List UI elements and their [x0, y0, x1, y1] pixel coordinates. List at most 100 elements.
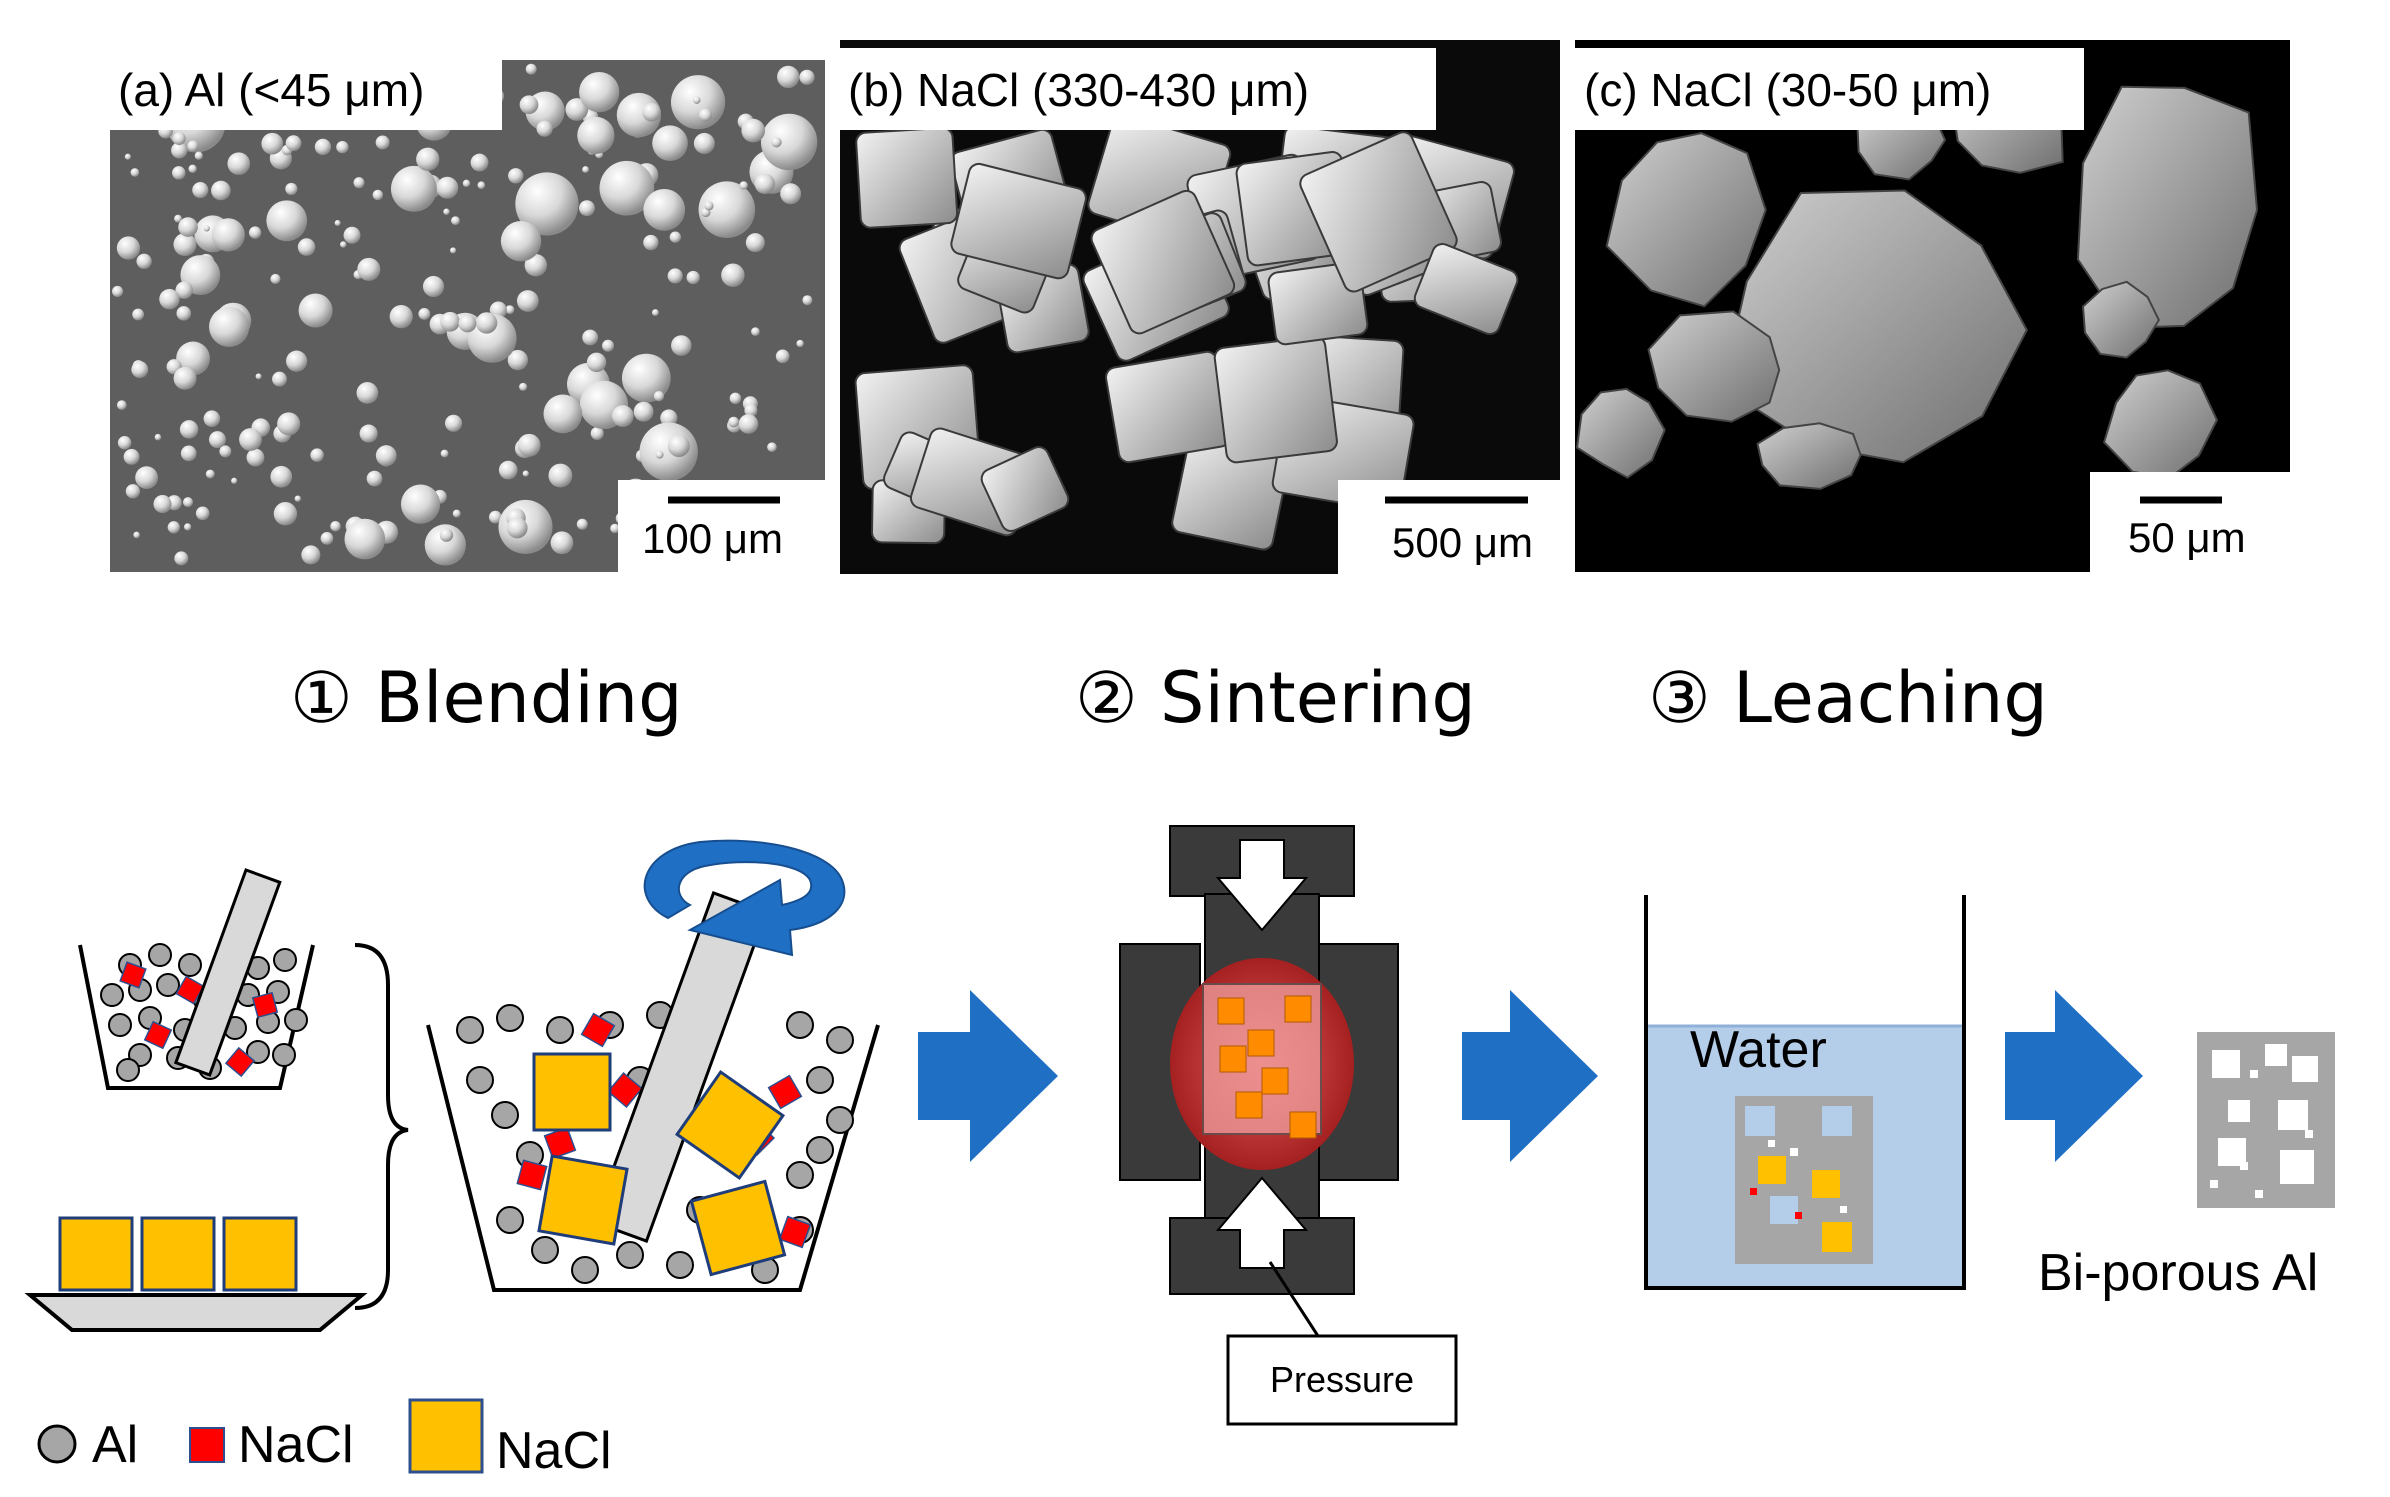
al-particle: [616, 1241, 644, 1269]
al-sphere: [653, 390, 665, 402]
al-sphere: [159, 288, 180, 310]
al-sphere: [356, 382, 379, 404]
nacl-particle: [2102, 369, 2219, 480]
al-sphere: [775, 349, 790, 364]
nacl-cube: [855, 127, 959, 229]
al-sphere: [336, 140, 349, 154]
leached-pore: [1822, 1222, 1852, 1252]
compact-nacl-particle: [1217, 997, 1245, 1025]
al-sphere: [602, 339, 615, 352]
al-sphere: [577, 116, 615, 155]
al-sphere: [174, 551, 189, 566]
product-pore: [2250, 1070, 2258, 1078]
al-sphere: [194, 151, 203, 160]
sem-panel-nacl-small: (c) NaCl (30-50 μm) 50 μm: [1574, 40, 2290, 572]
al-sphere: [671, 335, 692, 356]
pressure-arrow-down-icon: [1215, 839, 1309, 932]
nacl-large-particle: [532, 1052, 612, 1132]
al-sphere: [192, 182, 209, 199]
product-pore: [2292, 1056, 2318, 1082]
al-sphere: [375, 135, 390, 150]
al-particle: [156, 973, 180, 997]
nacl-large-particle: [674, 1069, 786, 1181]
leaching-beaker: Water: [1644, 895, 1966, 1290]
nacl-particle: [1605, 132, 1767, 308]
al-sphere: [450, 247, 457, 254]
al-sphere: [173, 366, 197, 390]
product-pore: [2265, 1044, 2287, 1066]
al-sphere: [760, 113, 818, 171]
al-sphere: [116, 400, 127, 410]
al-sphere: [314, 138, 332, 155]
product-pore: [2218, 1138, 2246, 1166]
al-sphere: [525, 63, 537, 75]
al-particle: [826, 1106, 854, 1134]
nacl-small-particle: [175, 975, 205, 1005]
al-sphere: [343, 226, 361, 244]
al-sphere: [301, 545, 321, 565]
product-label: Bi-porous Al: [2038, 1244, 2318, 1302]
al-sphere: [439, 528, 454, 542]
stirring-rod-small: [173, 868, 282, 1077]
scale-box-c: [2090, 472, 2290, 572]
al-sphere: [576, 518, 588, 530]
scale-label-c: 50 μm: [2128, 514, 2246, 561]
nacl-cube: [1090, 189, 1236, 335]
al-sphere: [135, 466, 158, 489]
al-sphere: [643, 188, 686, 231]
al-sphere: [633, 401, 654, 422]
al-particle: [666, 1251, 694, 1279]
al-sphere: [285, 182, 298, 196]
panel-label-b: (b) NaCl (330-430 μm): [848, 64, 1309, 116]
al-sphere: [506, 517, 528, 539]
al-particle: [284, 1008, 308, 1032]
nacl-small-particle: [767, 1074, 803, 1110]
legend-nacl-large-icon: [408, 1398, 484, 1474]
al-sphere: [458, 314, 477, 333]
al-sphere: [516, 290, 539, 312]
al-sphere: [582, 166, 589, 173]
pressure-label-box: [1226, 1334, 1458, 1426]
al-particle: [273, 948, 297, 972]
al-sphere: [517, 433, 541, 457]
al-sphere: [686, 270, 700, 285]
al-sphere: [424, 524, 466, 566]
al-sphere: [310, 448, 324, 462]
nacl-small-particle: [607, 1072, 643, 1108]
al-sphere: [359, 424, 378, 443]
al-sphere: [704, 201, 714, 211]
al-sphere: [219, 445, 232, 458]
al-sphere: [443, 208, 450, 215]
al-sphere: [154, 433, 162, 441]
legend-al-label: Al: [92, 1416, 138, 1474]
al-sphere: [174, 214, 182, 223]
al-particle: [456, 1016, 484, 1044]
al-sphere: [536, 120, 553, 137]
al-sphere: [780, 183, 802, 205]
al-particle: [531, 1236, 559, 1264]
al-sphere: [117, 436, 132, 450]
product-pore: [2228, 1100, 2250, 1122]
scale-box-a: [618, 480, 825, 572]
al-particle: [148, 943, 172, 967]
al-particle: [178, 953, 202, 977]
al-sphere: [693, 132, 715, 154]
nacl-small-particle: [119, 961, 147, 989]
al-sphere: [277, 412, 301, 436]
leached-pore: [1758, 1156, 1786, 1184]
al-particle: [786, 1011, 814, 1039]
al-sphere: [357, 257, 381, 281]
al-sphere: [334, 219, 341, 226]
al-sphere: [203, 225, 210, 232]
product-pore: [2305, 1130, 2313, 1138]
al-sphere: [227, 152, 251, 175]
leached-pore: [1795, 1212, 1802, 1219]
al-sphere: [739, 181, 748, 190]
al-sphere: [660, 409, 678, 427]
al-sphere: [579, 200, 595, 217]
al-sphere: [667, 435, 690, 458]
al-sphere: [767, 442, 777, 452]
process-arrow-1-icon: [918, 990, 1058, 1162]
al-sphere: [340, 241, 347, 248]
al-sphere: [208, 431, 226, 449]
